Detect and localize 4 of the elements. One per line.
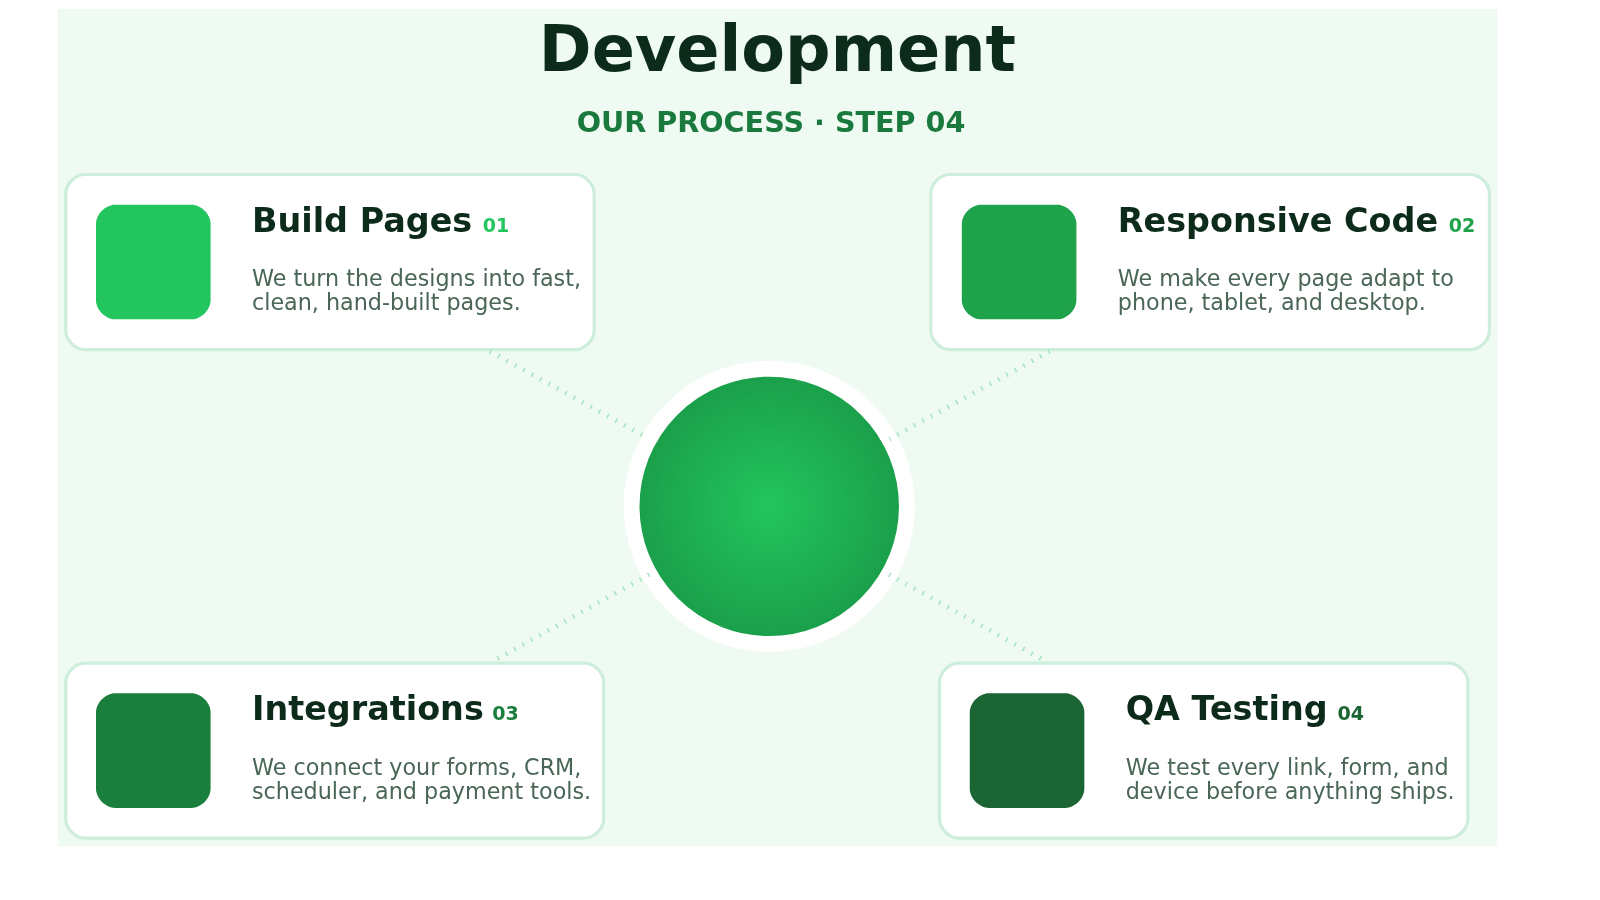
diagram-title: Development [538,11,1016,86]
label: OUR PROCESS · STEP 04 [576,104,965,139]
connector [887,348,1051,441]
node-circle [623,360,915,652]
